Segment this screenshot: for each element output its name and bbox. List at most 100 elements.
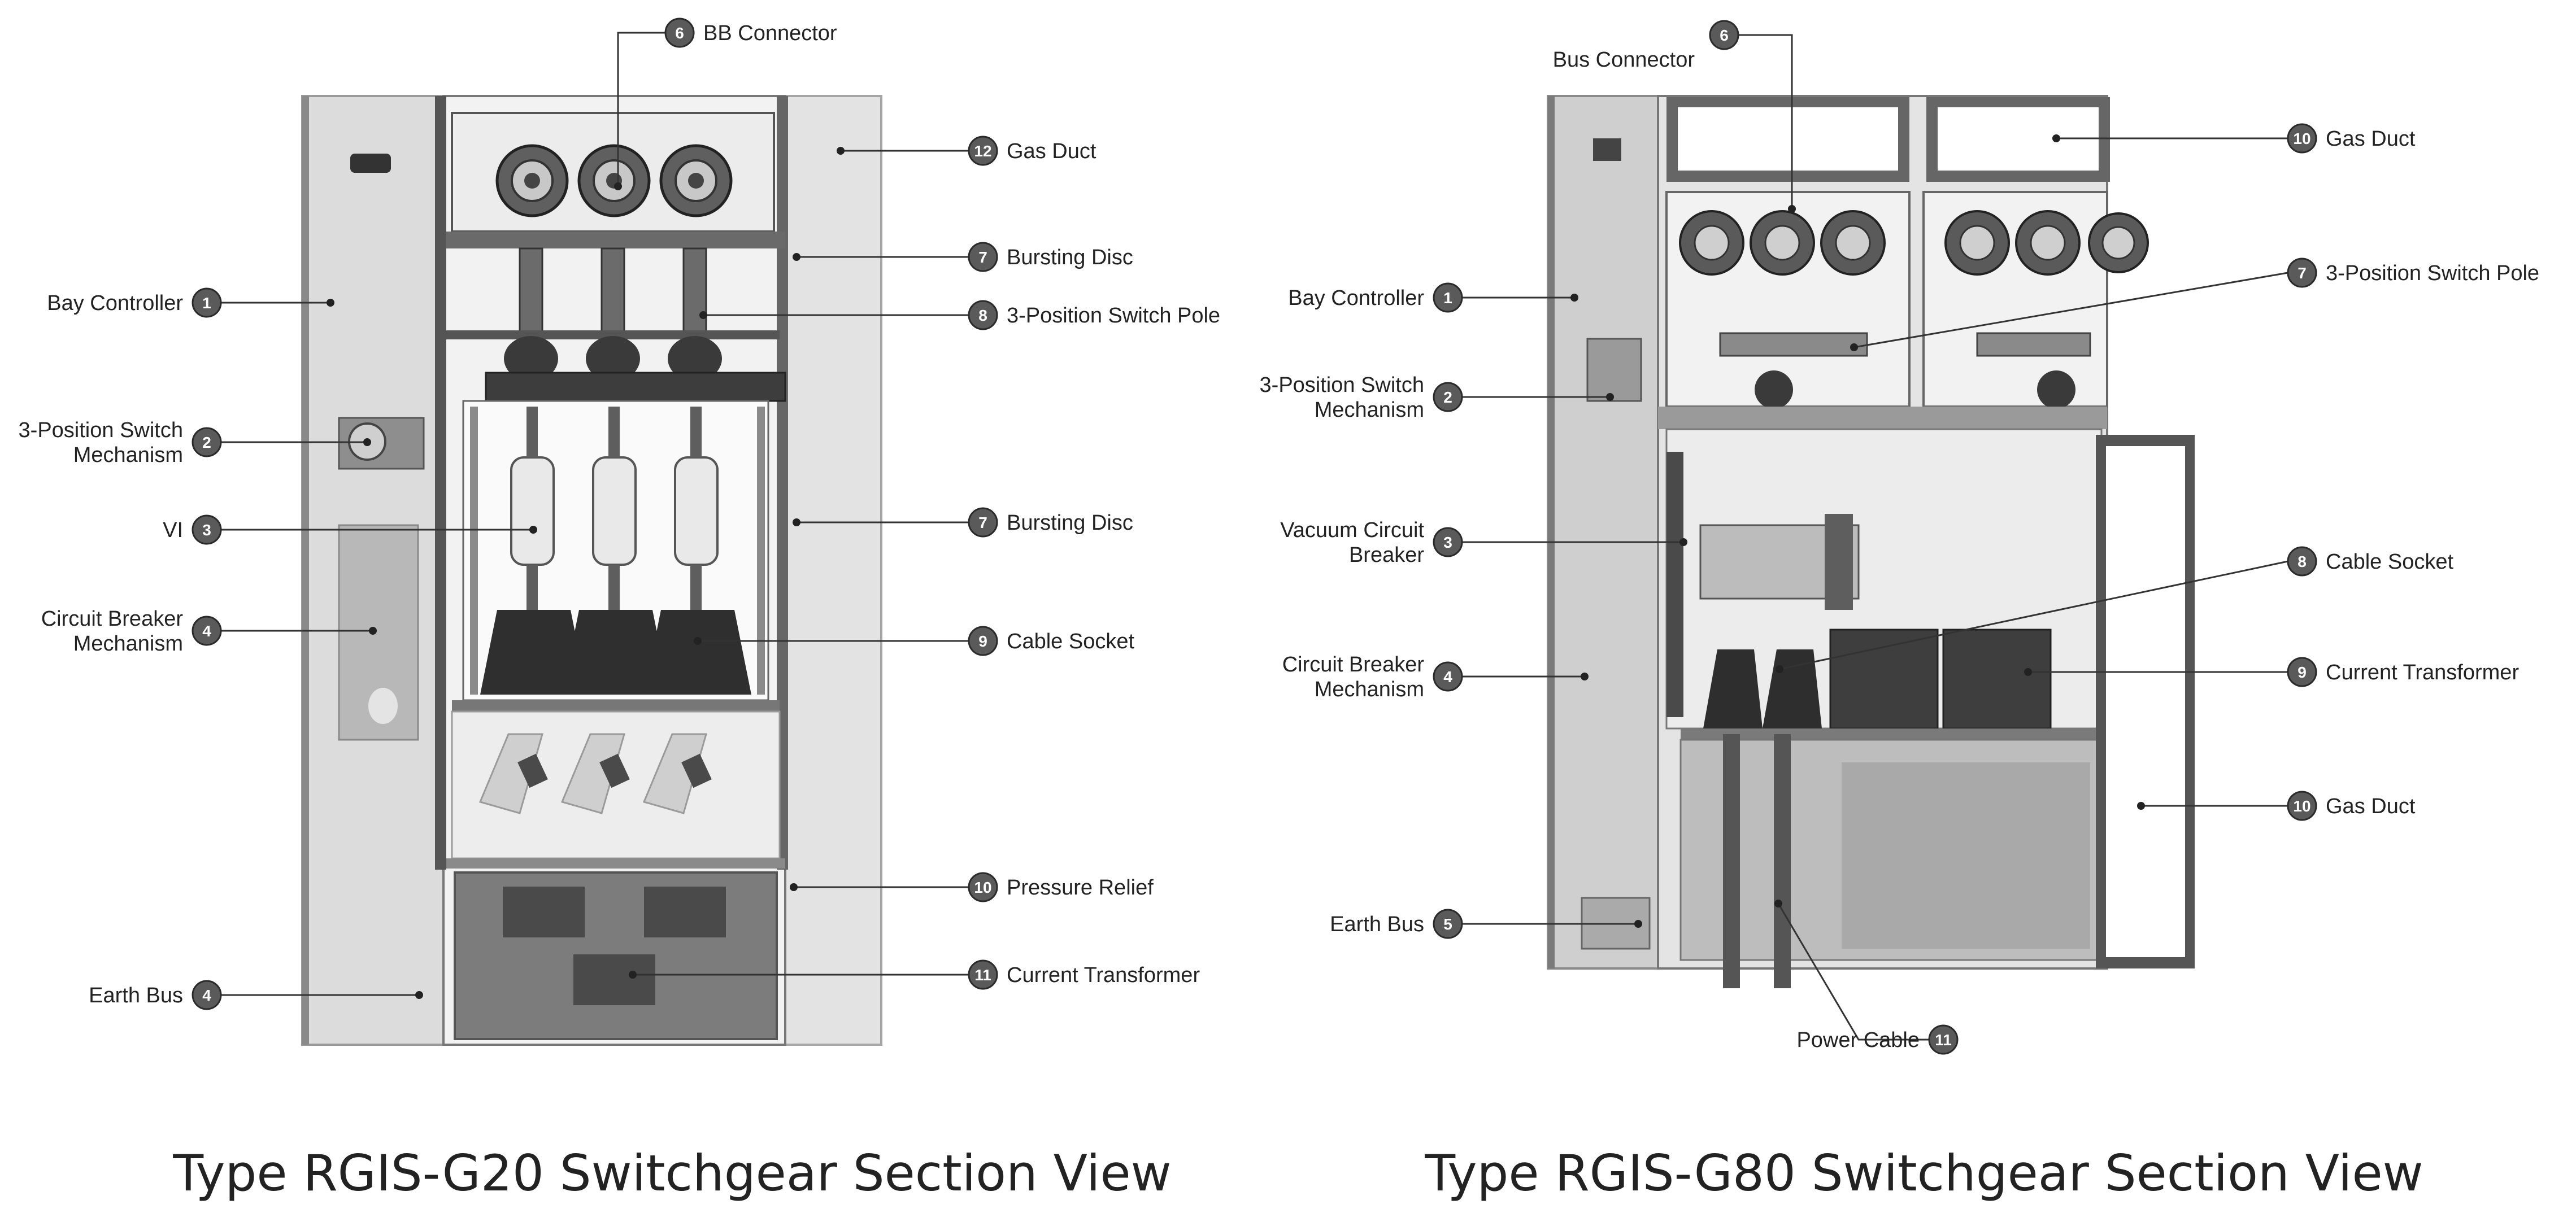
g80-callout-11-pointer-dot: [1634, 920, 1642, 928]
g80-callout-8-pointer-dot: [1581, 673, 1589, 680]
g80-callout-2-pointer-dot: [2052, 134, 2060, 142]
g20-callout-8-number: 7: [978, 514, 987, 531]
g20-callout-3-badge: [968, 242, 998, 272]
g80-callout-5-badge: [1433, 382, 1463, 412]
g20-callout-7-badge: [192, 514, 222, 545]
g80-callout-3-pointer-dot: [1570, 294, 1578, 302]
g80-callout-8-badge: [1433, 661, 1463, 692]
g80-cabinet: [1547, 95, 2195, 988]
g80-callout-7-pointer-dot: [1776, 665, 1783, 673]
g80-callout-4-badge: [2287, 258, 2317, 288]
g20-callout-2-badge: [968, 136, 998, 166]
g80-callout-10-label: Gas Duct: [2326, 795, 2416, 818]
g80-callout-1-leader: [1738, 34, 1793, 209]
g80-callout-9-pointer-dot: [2024, 668, 2032, 676]
g20-callout-5-number: 1: [202, 294, 211, 312]
g20-callout-13-badge: [968, 959, 998, 990]
g20-callout-1-number: 6: [675, 24, 684, 42]
g20-callout-9-badge: [192, 616, 222, 646]
g20-callout-12-number: 4: [202, 987, 211, 1004]
g20-callout-4-badge: [968, 300, 998, 330]
g80-callout-9-badge: [2287, 657, 2317, 687]
g20-callout-8-pointer-dot: [793, 518, 800, 526]
g80-callout-1-pointer-dot: [1788, 205, 1796, 213]
g20-callout-10-label: Cable Socket: [1007, 630, 1134, 653]
g80-callout-12-number: 11: [1935, 1031, 1952, 1049]
g20-callout-4-label: 3-Position Switch Pole: [1007, 304, 1220, 328]
g80-callout-9-label: Current Transformer: [2326, 661, 2519, 684]
g20-callout-11-pointer-dot: [790, 883, 798, 891]
g80-callout-8-number: 4: [1443, 668, 1452, 686]
g20-callout-1-badge: [664, 18, 695, 48]
g80-callout-6-number: 3: [1443, 534, 1452, 551]
g20-callout-8-badge: [968, 507, 998, 538]
g80-callout-12-leader: [1777, 903, 1929, 1041]
g80-callout-2-number: 10: [2293, 130, 2310, 147]
g20-callout-1-pointer-dot: [614, 182, 622, 190]
g20-callout-13-label: Current Transformer: [1007, 963, 1200, 987]
g80-callout-4-leader: [1853, 272, 2288, 348]
g80-callout-1-number: 6: [1720, 27, 1729, 44]
g80-callout-1-badge: [1709, 20, 1739, 50]
g20-callout-3-number: 7: [978, 248, 987, 266]
g20-callout-1-label: BB Connector: [703, 21, 837, 45]
g20-callout-9-number: 4: [202, 622, 211, 640]
g20-callout-7-label: VI: [163, 518, 183, 542]
g80-callout-7-label: Cable Socket: [2326, 550, 2453, 574]
g80-callout-7-leader: [1779, 560, 2288, 670]
g80-callout-4-pointer-dot: [1850, 343, 1858, 351]
g20-callout-3-label: Bursting Disc: [1007, 246, 1133, 269]
g20-caption: Type RGIS-G20 Switchgear Section View: [172, 1144, 1171, 1202]
g80-callout-7-badge: [2287, 546, 2317, 577]
g20-callout-5-label: Bay Controller: [47, 291, 183, 315]
g20-callout-2-pointer-dot: [837, 147, 845, 155]
g20-callout-13-pointer-dot: [629, 971, 637, 979]
g80-callout-12-badge: [1928, 1024, 1959, 1055]
g20-callout-11-label: Pressure Relief: [1007, 876, 1154, 900]
g20-callout-11-number: 10: [974, 879, 991, 896]
g20-callout-5-pointer-dot: [327, 299, 334, 307]
g20-callout-12-label: Earth Bus: [89, 984, 183, 1007]
g80-callout-10-pointer-dot: [2137, 802, 2145, 810]
g80-callout-3-label: Bay Controller: [1288, 286, 1424, 310]
g20-callout-3-pointer-dot: [793, 253, 800, 261]
g20-callout-8-label: Bursting Disc: [1007, 511, 1133, 535]
g20-callout-10-number: 9: [978, 632, 987, 650]
g20-callout-4-pointer-dot: [699, 311, 707, 319]
g20-callout-6-number: 2: [202, 434, 211, 451]
g20-callout-12-pointer-dot: [415, 991, 423, 999]
g20-callout-6-badge: [192, 427, 222, 457]
g80-callout-12-pointer-dot: [1774, 900, 1782, 907]
g80-callout-12-label: Power Cable: [1796, 1028, 1920, 1052]
g20-callout-10-badge: [968, 626, 998, 656]
g80-callout-9-number: 9: [2297, 664, 2307, 681]
g20-callout-1-leader: [617, 32, 665, 186]
g20-callout-2-label: Gas Duct: [1007, 139, 1096, 163]
g80-callout-11-badge: [1433, 909, 1463, 939]
g80-caption: Type RGIS-G80 Switchgear Section View: [1424, 1144, 2423, 1202]
g80-callout-10-badge: [2287, 791, 2317, 821]
g80-callout-11-number: 5: [1443, 915, 1452, 933]
g80-callout-2-label: Gas Duct: [2326, 127, 2416, 151]
g80-callout-2-badge: [2287, 123, 2317, 154]
g80-callout-11-label: Earth Bus: [1330, 913, 1424, 936]
g20-callout-11-badge: [968, 872, 998, 902]
g20-callout-10-pointer-dot: [694, 637, 702, 645]
g80-callout-6-pointer-dot: [1679, 538, 1687, 546]
g20-callout-4-number: 8: [978, 307, 987, 324]
g20-callout-6-pointer-dot: [363, 438, 371, 446]
g20-callout-12-badge: [192, 980, 222, 1010]
g20-callout-7-number: 3: [202, 521, 211, 539]
g20-callout-5-badge: [192, 287, 222, 318]
g80-callout-3-badge: [1433, 282, 1463, 313]
g20-callout-9-pointer-dot: [369, 627, 377, 635]
g80-callout-10-number: 10: [2293, 797, 2310, 815]
